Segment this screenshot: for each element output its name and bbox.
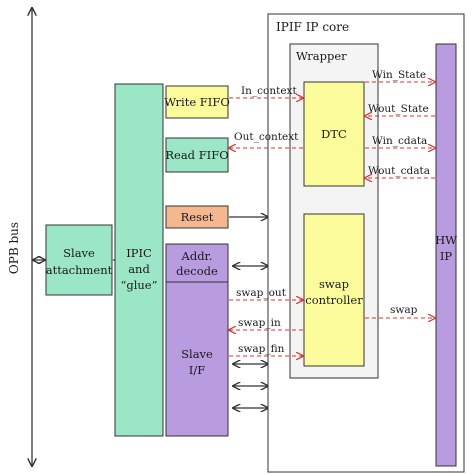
hw-ip-label-1: HW — [435, 233, 457, 247]
read-fifo-box — [165, 137, 229, 173]
slave-if-label-1: Slave — [181, 347, 213, 361]
in-context-label: In_context — [241, 85, 297, 97]
read-fifo-label: Read FIFO — [165, 148, 228, 162]
reset-label: Reset — [181, 210, 214, 224]
ipic-label-3: “glue” — [120, 278, 157, 292]
dtc-box — [303, 81, 365, 187]
slave-if-box — [165, 281, 229, 437]
addr-decode-label-1: Addr. — [181, 249, 213, 263]
out-context-label: Out_context — [234, 131, 299, 143]
swap-controller-label-2: controller — [305, 293, 363, 307]
wout-state-label: Wout_State — [368, 103, 429, 115]
write-fifo-box — [165, 85, 229, 119]
addr-decode-label-2: decode — [176, 264, 218, 278]
slave-attachment-label-2: attachment — [46, 263, 113, 277]
dtc-label: DTC — [321, 127, 347, 141]
wrapper-label: Wrapper — [296, 49, 347, 63]
swap-out-label: swap_out — [236, 287, 287, 299]
hw-ip-label-2: IP — [440, 249, 453, 263]
swap-label: swap — [390, 304, 418, 316]
slave-attachment-label-1: Slave — [63, 246, 95, 260]
win-cdata-label: Win_cdata — [372, 135, 427, 147]
reset-box — [165, 205, 229, 229]
ipic-glue-box — [114, 83, 164, 437]
ipif-core-label: IPIF IP core — [276, 20, 349, 34]
write-fifo-label: Write FIFO — [164, 95, 230, 109]
swap-controller-box — [303, 213, 365, 367]
hw-ip-box — [435, 43, 457, 467]
addr-decode-box — [165, 243, 229, 283]
ipic-label-2: and — [128, 262, 150, 276]
opb-bus-label: OPB bus — [7, 222, 21, 274]
slave-attachment-box — [45, 224, 113, 296]
wout-cdata-label: Wout_cdata — [368, 165, 430, 177]
swap-fin-label: swap_fin — [238, 343, 285, 355]
swap-controller-label-1: swap — [319, 277, 349, 291]
win-state-label: Win_State — [372, 69, 426, 81]
swap-in-label: swap_in — [238, 317, 281, 329]
slave-if-label-2: I/F — [189, 363, 205, 377]
ipic-label-1: IPIC — [126, 246, 152, 260]
